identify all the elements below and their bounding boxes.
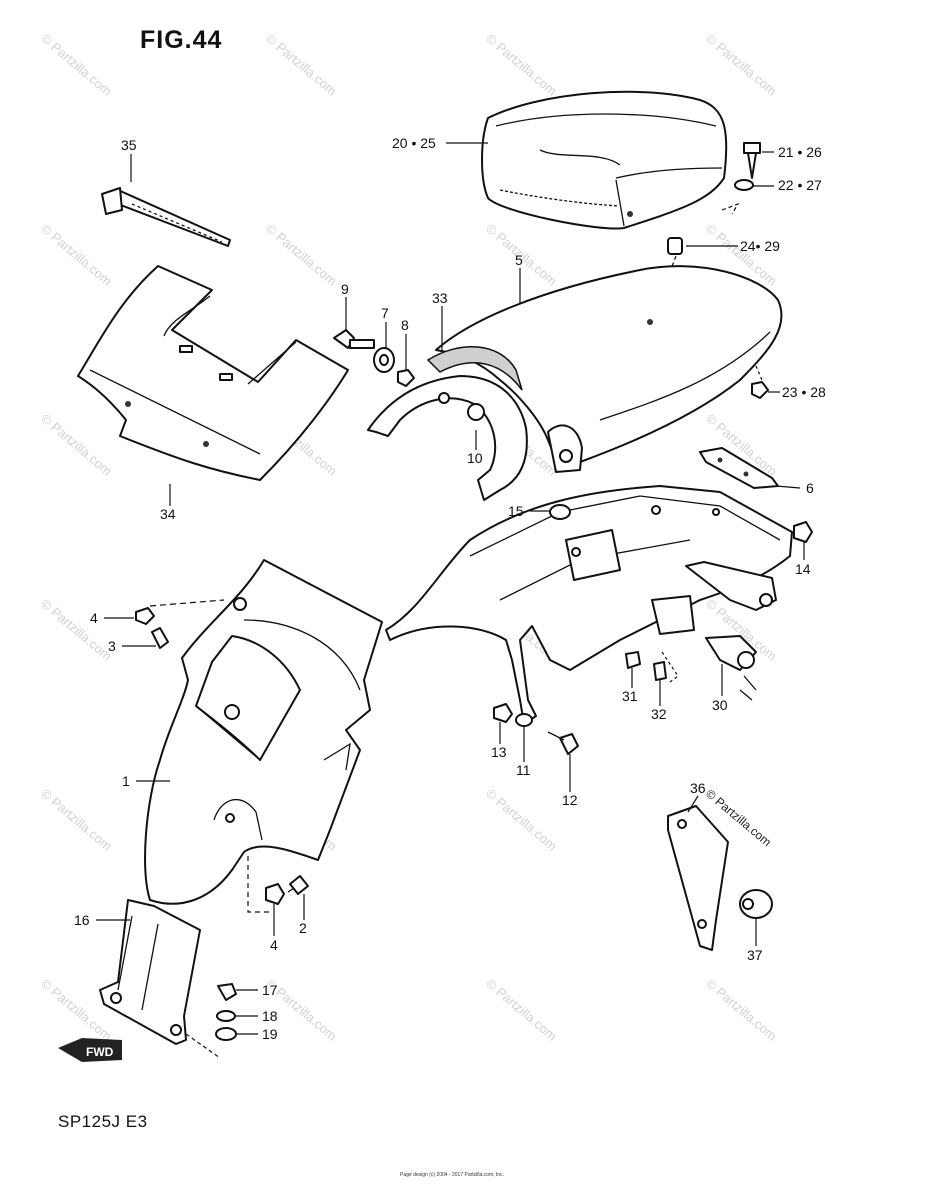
part-2-screw[interactable] [287,875,309,895]
part-21-26-bolt[interactable] [743,142,761,179]
part-10-inner-cover[interactable] [367,375,528,501]
callout-labels: 35 20 • 25 21 • 26 22 • 27 24• 29 5 9 7 … [74,135,826,1042]
callout-36: 36 [690,780,706,796]
part-24-29-grommet[interactable] [667,237,683,255]
part-35-cable-tie[interactable] [101,187,231,247]
part-8-nut[interactable] [397,369,415,387]
part-15-grommet[interactable] [549,504,571,520]
callout-16: 16 [74,912,90,928]
watermark: © Partzilla.com [38,596,115,664]
part-37-rubber[interactable] [739,889,773,919]
watermark: © Partzilla.com [483,31,560,99]
watermark: © Partzilla.com [703,31,780,99]
rear-frame[interactable] [385,485,793,725]
callout-20-25: 20 • 25 [392,135,436,151]
watermark: © Partzilla.com [483,976,560,1044]
callout-2: 2 [299,920,307,936]
part-17-screw[interactable] [217,983,237,1001]
part-16-mudflap[interactable] [99,899,201,1045]
watermark: © Partzilla.com [703,976,780,1044]
callout-8: 8 [401,317,409,333]
callout-34: 34 [160,506,176,522]
callout-17: 17 [262,982,278,998]
part-20-25-seat[interactable] [481,90,728,230]
callout-19: 19 [262,1026,278,1042]
part-4-nut-lower[interactable] [265,883,285,905]
part-36-plate[interactable] [667,805,729,951]
part-33-tape[interactable] [426,345,523,391]
part-18-washer[interactable] [216,1010,236,1022]
callout-15: 15 [508,503,524,519]
callout-22-27: 22 • 27 [778,177,822,193]
fwd-arrow: FWD [58,1038,122,1062]
callout-30: 30 [712,697,728,713]
callout-9: 9 [341,281,349,297]
watermark: © Partzilla.com [38,786,115,854]
callout-10: 10 [467,450,483,466]
callout-18: 18 [262,1008,278,1024]
watermark: © Partzilla.com [38,411,115,479]
part-19-washer[interactable] [215,1027,237,1041]
part-23-28-nut[interactable] [751,381,769,399]
part-11-washer[interactable] [515,713,533,727]
callout-31: 31 [622,688,638,704]
part-12-bolt[interactable] [547,731,579,755]
callout-14: 14 [795,561,811,577]
callout-7: 7 [381,305,389,321]
figure-title: FIG.44 [140,26,223,54]
watermark: © Partzilla.com [38,976,115,1044]
copyright-note: Page design (c) 2004 - 2017 Partzilla.co… [400,1172,504,1178]
callout-1: 1 [122,773,130,789]
watermark: © Partzilla.com [263,31,340,99]
part-7-collar[interactable] [373,347,395,373]
part-30-helmet-lock[interactable] [705,635,757,701]
part-14-nut[interactable] [793,521,813,543]
callout-33: 33 [432,290,448,306]
part-1-rear-fender[interactable] [144,559,383,905]
callout-4-lower: 4 [270,937,278,953]
watermark: © Partzilla.com [483,786,560,854]
part-9-bolt[interactable] [333,329,375,349]
watermark: © Partzilla.com [38,31,115,99]
part-3-screw[interactable] [151,627,169,649]
part-22-27-washer[interactable] [734,179,754,191]
callout-12: 12 [562,792,578,808]
callout-3: 3 [108,638,116,654]
callout-32: 32 [651,706,667,722]
callout-23-28: 23 • 28 [782,384,826,400]
part-34-undertray[interactable] [77,265,349,481]
callout-4-upper: 4 [90,610,98,626]
callout-6: 6 [806,480,814,496]
part-32-washer[interactable] [653,661,667,681]
fwd-label: FWD [86,1045,114,1059]
leader-lines [96,142,805,1035]
watermark: © Partzilla.com [38,221,115,289]
callout-5: 5 [515,252,523,268]
callout-11: 11 [516,762,531,778]
callout-37: 37 [747,947,763,963]
part-13-nut[interactable] [493,703,513,723]
callout-13: 13 [491,744,507,760]
part-4-nut-upper[interactable] [135,607,155,625]
watermark: © Partzilla.com [263,221,340,289]
model-code: SP125J E3 [58,1112,148,1131]
callout-21-26: 21 • 26 [778,144,822,160]
callout-35: 35 [121,137,137,153]
part-5-tail-cover[interactable] [435,265,783,473]
part-31-bolt[interactable] [625,651,641,669]
callout-24-29: 24• 29 [740,238,780,254]
